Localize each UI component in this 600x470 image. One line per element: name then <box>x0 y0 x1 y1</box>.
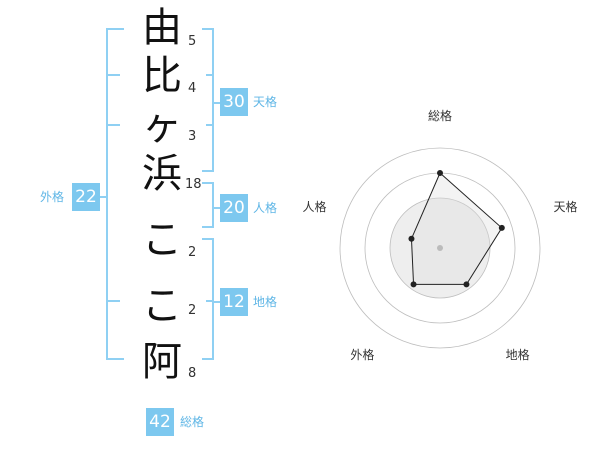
chikaku-label: 地格 <box>253 295 278 309</box>
radar-axis-label-soukaku: 総格 <box>428 108 452 123</box>
name-char-3: ヶ <box>142 103 182 149</box>
radar-area <box>410 172 503 285</box>
radar-point <box>437 170 443 176</box>
chikaku-value-badge: 12 <box>220 288 248 316</box>
tenkaku-value-badge: 30 <box>220 88 248 116</box>
name-char-7: 阿 <box>142 339 182 385</box>
soukaku-value-badge: 42 <box>146 408 174 436</box>
radar-point <box>463 281 470 288</box>
soukaku-label: 総格 <box>180 415 205 429</box>
radar-point <box>410 281 417 288</box>
stroke-count-7: 8 <box>188 366 197 381</box>
stroke-count-5: 2 <box>188 245 197 260</box>
name-char-6: こ <box>142 283 182 329</box>
name-char-2: 比 <box>142 53 182 99</box>
name-char-4: 浜 <box>142 151 182 197</box>
radar-center-dot <box>437 245 443 251</box>
gaikaku-value-badge: 22 <box>72 183 100 211</box>
radar-axis-label-gaikaku: 外格 <box>350 347 374 362</box>
radar-points <box>408 170 505 288</box>
name-char-1: 由 <box>142 5 182 51</box>
radar-point <box>498 224 505 231</box>
stroke-count-3: 3 <box>188 129 197 144</box>
gaikaku-label: 外格 <box>40 190 65 204</box>
tenkaku-label: 天格 <box>253 95 278 109</box>
radar-axis-label-tenkaku: 天格 <box>554 199 578 214</box>
radar-chart: 総格 天格 地格 外格 人格 <box>302 108 578 362</box>
radar-axis-label-jinkaku: 人格 <box>302 199 326 214</box>
name-char-5: こ <box>142 217 182 263</box>
radar-axis-label-chikaku: 地格 <box>506 347 530 362</box>
radar-point <box>408 235 415 242</box>
stroke-count-6: 2 <box>188 303 197 318</box>
jinkaku-value-badge: 20 <box>220 194 248 222</box>
stroke-count-1: 5 <box>188 34 197 49</box>
stroke-count-2: 4 <box>188 81 197 96</box>
stroke-count-4: 18 <box>185 177 202 192</box>
radar-ring <box>339 147 541 349</box>
jinkaku-label: 人格 <box>253 201 278 215</box>
